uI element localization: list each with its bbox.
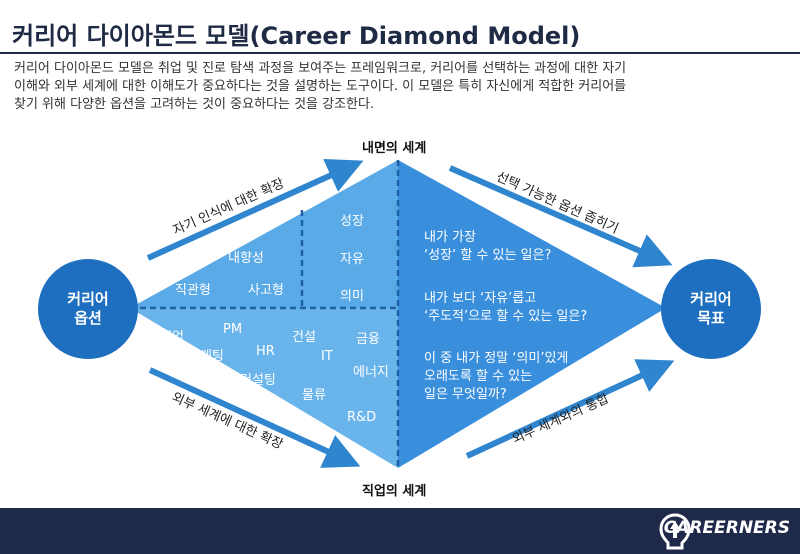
value-freedom: 자유 [340,252,364,267]
occupation-item: 영업 [160,330,184,345]
arrow-top-left [146,159,364,261]
diamond-left-lower [130,308,398,468]
page-title: 커리어 다이아몬드 모델(Career Diamond Model) [12,22,581,50]
job-world-label: 직업의 세계 [362,484,427,499]
occupation-item: 컨설팅 [240,373,276,388]
title-divider [0,52,800,54]
arrow-bottom-left [148,367,361,468]
career-option-label: 커리어 옵션 [67,290,109,327]
diamond-right [398,160,666,468]
career-option-circle [38,259,138,359]
occupation-item: PM [223,322,243,337]
occupation-item: 물류 [302,388,326,403]
trait-intuitive: 직관형 [175,283,211,298]
career-goal-circle [661,259,761,359]
trait-introversion: 내향성 [228,251,264,266]
inner-world-label: 내면의 세계 [362,141,427,156]
occupation-item: 금융 [356,332,380,347]
description-line: 커리어 다이아몬드 모델은 취업 및 진로 탐색 과정을 보여주는 프레임워크로… [14,61,627,76]
occupation-item: HR [256,344,275,359]
arrow-top-right [448,165,673,268]
value-growth: 성장 [340,214,364,229]
value-meaning: 의미 [340,289,364,304]
diamond-left-upper [130,160,398,308]
occupation-item: 마케팅 [188,349,224,364]
question-freedom: 내가 보다 ‘자유’롭고 ‘주도적’으로 할 수 있는 일은? [424,291,588,324]
arrow-bottom-right [465,359,675,459]
description: 커리어 다이아몬드 모델은 취업 및 진로 탐색 과정을 보여주는 프레임워크로… [14,60,784,114]
career-goal-label: 커리어 목표 [690,290,732,327]
occupation-item: 건설 [292,330,316,345]
trait-thinking: 사고형 [248,283,284,298]
careerners-logo-icon [659,513,691,550]
question-growth: 내가 가장 ‘성장’ 할 수 있는 일은? [424,230,552,263]
description-line: 찾기 위해 다양한 옵션을 고려하는 것이 중요하다는 것을 강조한다. [14,97,375,112]
occupation-item: R&D [347,410,377,425]
brand-name: CAREERNERS [663,518,790,538]
occupation-item: 에너지 [353,365,389,380]
question-meaning: 이 중 내가 정말 ‘의미’있게 오래도록 할 수 있는 일은 무엇일까? [424,351,569,402]
occupation-item: IT [321,349,333,364]
description-line: 이해와 외부 세계에 대한 이해도가 중요하다는 것을 설명하는 도구이다. 이… [14,79,627,94]
